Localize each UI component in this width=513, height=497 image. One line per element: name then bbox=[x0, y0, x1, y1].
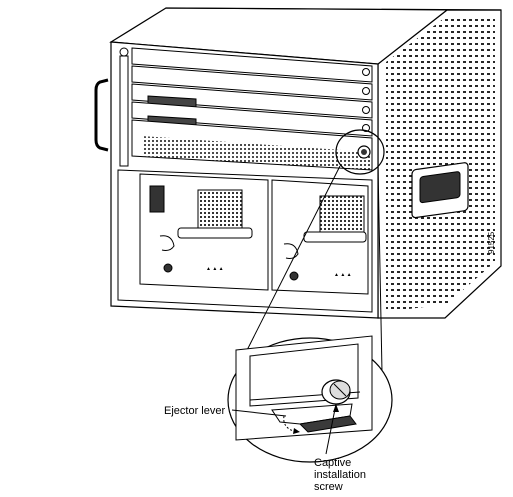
captive-screw-label-line: installation bbox=[314, 469, 366, 481]
svg-text:▲ ▲ ▲: ▲ ▲ ▲ bbox=[206, 266, 224, 272]
chassis-front: ▲ ▲ ▲ ▲ ▲ ▲ bbox=[94, 41, 379, 319]
captive-screw-label-line: screw bbox=[314, 481, 343, 493]
side-handle bbox=[411, 162, 469, 219]
power-supply: ▲ ▲ ▲ bbox=[139, 173, 269, 291]
chassis-side-panel bbox=[377, 9, 502, 319]
captive-screw-label-line: Captive bbox=[314, 457, 352, 469]
callout-source-circle bbox=[335, 129, 385, 175]
figure-number: 91525 bbox=[487, 231, 496, 254]
svg-text:▲ ▲ ▲: ▲ ▲ ▲ bbox=[334, 272, 352, 278]
power-supply: ▲ ▲ ▲ bbox=[271, 179, 369, 295]
detail-magnifier bbox=[227, 335, 393, 463]
front-handle bbox=[94, 78, 109, 152]
captive-screw-label: Captive installation screw bbox=[314, 457, 366, 493]
module-slot bbox=[119, 47, 373, 83]
ejector-leader bbox=[231, 409, 287, 417]
ejector-lever-label: Ejector lever bbox=[164, 405, 226, 417]
captive-screw-leader bbox=[325, 403, 337, 455]
captive-screw bbox=[321, 379, 351, 405]
module-slot bbox=[119, 83, 373, 121]
